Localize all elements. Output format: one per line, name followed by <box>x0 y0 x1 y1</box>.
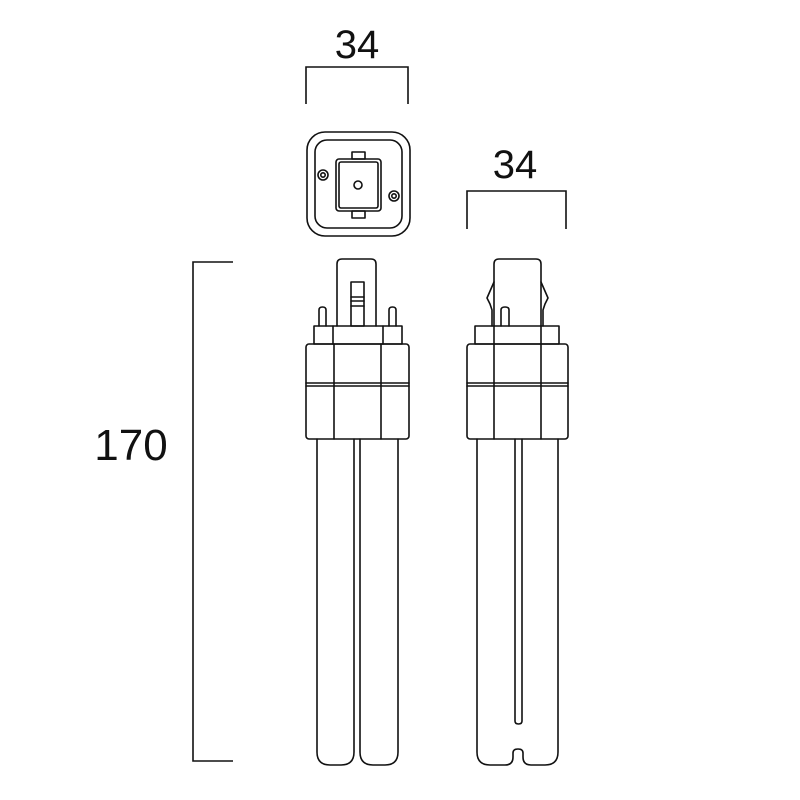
front-view <box>305 258 410 766</box>
side-view-base <box>466 343 569 440</box>
top-view-key-block-outer <box>335 158 382 212</box>
top-view-pin-right-outer <box>388 190 400 202</box>
top-view-key-tab-bottom <box>351 210 366 219</box>
side-width-label: 34 <box>493 143 538 187</box>
side-view-shelf <box>474 325 560 345</box>
top-view <box>306 131 411 237</box>
top-width-dimension: 34 <box>305 23 409 104</box>
side-width-dimension: 34 <box>466 143 567 229</box>
top-view-key-block-inner <box>338 161 379 209</box>
length-dimension: 170 <box>94 261 233 762</box>
top-view-pin-left-outer <box>317 169 329 181</box>
front-view-stem <box>336 258 377 327</box>
side-view <box>466 258 569 766</box>
top-view-center-hole <box>353 180 363 190</box>
top-view-inner-frame <box>314 139 403 229</box>
side-view-clip-left <box>486 281 495 327</box>
side-view-clip-right <box>540 281 549 327</box>
top-width-label: 34 <box>335 23 380 67</box>
front-view-base <box>305 343 410 440</box>
top-view-pin-right-inner <box>390 193 397 200</box>
front-view-tube-left <box>316 438 355 766</box>
side-view-pin <box>500 306 510 327</box>
top-view-key-tab-top <box>351 151 366 160</box>
top-view-outer-frame <box>306 131 411 237</box>
top-view-pin-left-inner <box>319 172 326 179</box>
front-view-slot <box>350 281 365 327</box>
side-view-stem <box>493 258 542 327</box>
front-view-tube-right <box>359 438 399 766</box>
front-view-shelf <box>313 325 403 345</box>
front-view-pin-left <box>318 306 327 327</box>
front-view-pin-right <box>388 306 397 327</box>
length-label: 170 <box>94 421 167 470</box>
side-view-tube-slit <box>514 438 523 725</box>
side-view-tube <box>476 438 559 766</box>
